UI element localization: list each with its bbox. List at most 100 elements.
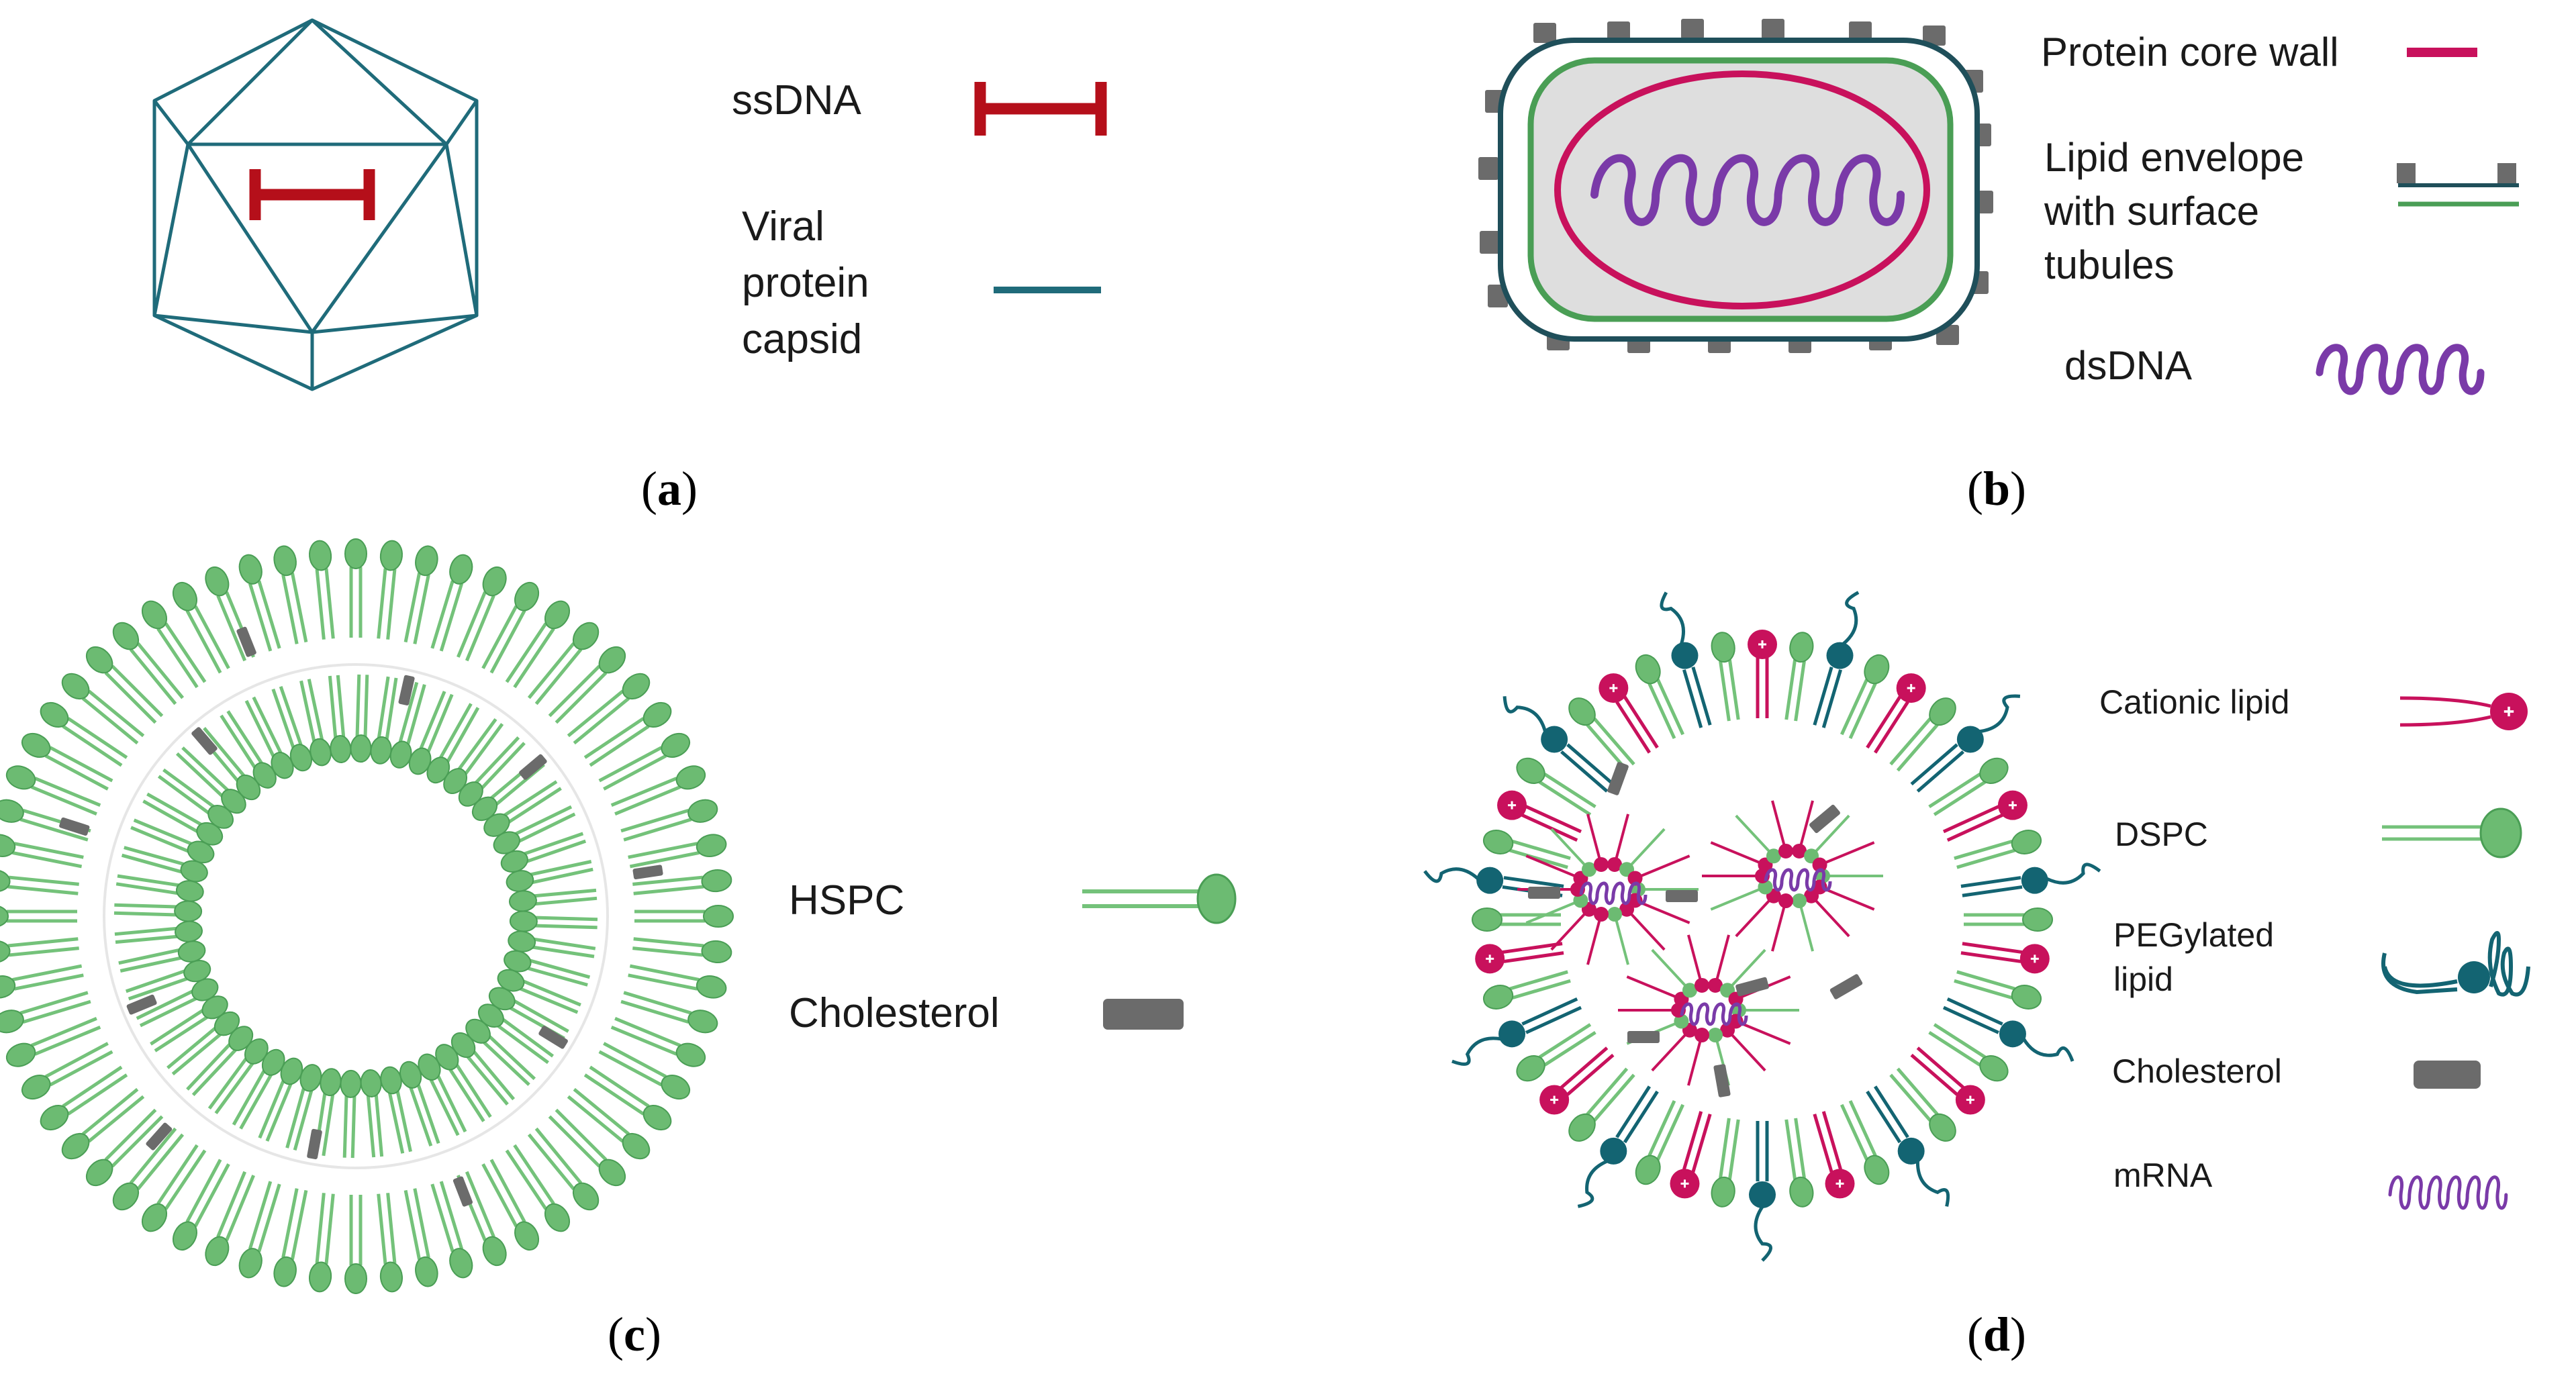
legend-ssdna-label: ssDNA [732, 77, 862, 124]
hspc-outer [430, 1181, 473, 1279]
legend-capsid-label-3: capsid [742, 316, 862, 362]
hspc-outer [238, 554, 281, 652]
hspc-outer [527, 1127, 600, 1211]
legend-dsdna-symbol [2316, 344, 2485, 395]
hspc-inner [244, 696, 294, 779]
hspc-outer [205, 1171, 255, 1267]
hspc-inner [136, 978, 219, 1028]
hspc-outer [0, 905, 77, 927]
hspc-outer [40, 1065, 128, 1131]
hspc-inner [340, 1069, 362, 1159]
surface-tubule [1533, 23, 1556, 43]
hspc-inner [350, 674, 372, 763]
cholesterol-molecule [59, 817, 90, 836]
dspc-lipid [1954, 970, 2042, 1010]
legend-cationic-label: Cationic lipid [2099, 683, 2289, 721]
hspc-inner [285, 1064, 322, 1151]
viral-capsid-icosahedron [152, 18, 479, 391]
legend-mrna-symbol [2388, 1175, 2508, 1210]
cationic-lipid [1670, 1111, 1712, 1199]
pegylated-lipid [1502, 696, 1615, 793]
surface-tubule [1607, 21, 1630, 42]
hspc-outer [598, 1042, 691, 1100]
legend-mrna-label: mRNA [2113, 1157, 2213, 1194]
cholesterol-molecule [398, 675, 415, 706]
hspc-inner [506, 860, 593, 892]
cationic-lipid [1497, 790, 1582, 842]
cholesterol-molecule [519, 754, 547, 780]
hspc-inner [509, 910, 598, 932]
cholesterol-molecule [307, 1128, 322, 1160]
cholesterol-molecule [1627, 1031, 1660, 1043]
hspc-outer [141, 1144, 207, 1232]
cationic-lipid [1910, 1046, 1985, 1115]
cholesterol-molecule [1809, 804, 1840, 834]
hspc-inner [443, 718, 504, 795]
hspc-outer [61, 1087, 145, 1160]
cholesterol-molecule [1607, 762, 1629, 795]
hspc-outer [628, 834, 727, 869]
cholesterol-molecule [1713, 1064, 1731, 1097]
cationic-lipid [1475, 942, 1564, 974]
cationic-lipid [1960, 942, 2050, 974]
hspc-outer [620, 799, 718, 842]
cationic-lipid [1866, 673, 1926, 754]
hspc-outer [548, 1108, 626, 1187]
dspc-lipid [1482, 830, 1571, 869]
hspc-outer [377, 540, 403, 640]
hspc-outer [610, 765, 706, 816]
hspc-inner [232, 1048, 285, 1130]
panel-b: Protein core wall Lipid envelope with su… [1478, 19, 2519, 516]
hspc-outer [85, 1108, 164, 1187]
dspc-lipid [1472, 907, 1561, 932]
hspc-outer [61, 673, 145, 745]
panel-a-letter: a [657, 462, 681, 516]
hspc-inner [360, 1069, 384, 1158]
surface-tubule [1923, 26, 1946, 46]
mrna-strand [1579, 881, 1648, 905]
legend-dspc-label: DSPC [2115, 816, 2208, 853]
cholesterol-molecule [1528, 887, 1560, 899]
hspc-outer [457, 566, 507, 662]
legend-envelope-label-2: with surface [2044, 189, 2259, 234]
legend-peg-label-1: PEGylated [2113, 916, 2274, 954]
cholesterol-molecule [191, 727, 218, 755]
hspc-inner [509, 888, 598, 912]
hspc-outer [273, 545, 308, 644]
legend-hspc-symbol [1082, 873, 1237, 924]
cholesterol-molecule [538, 1026, 568, 1049]
hspc-outer [505, 1144, 571, 1232]
hspc-outer [620, 991, 718, 1034]
panel-a: ssDNA Viral protein capsid (a) [152, 18, 1107, 516]
hspc-inner [493, 805, 576, 854]
hspc-outer [610, 1017, 706, 1067]
dspc-lipid [1711, 1118, 1740, 1208]
legend-cholesterol-c-label: Cholesterol [789, 990, 1000, 1036]
dspc-lipid [1482, 970, 1571, 1010]
legend-dspc-symbol [2382, 807, 2522, 858]
hspc-outer [0, 964, 84, 999]
hspc-outer [309, 1193, 335, 1293]
panel-d-letter: d [1983, 1308, 2010, 1361]
dspc-lipid [1568, 1067, 1635, 1142]
hspc-outer [527, 622, 600, 705]
dspc-lipid [1711, 632, 1740, 722]
surface-tubule [1480, 231, 1500, 254]
dspc-lipid [1635, 654, 1685, 740]
pegylated-lipid [1813, 591, 1860, 728]
hspc-inner [166, 1011, 240, 1076]
surface-tubule [1478, 157, 1498, 180]
mrna-strand [1764, 868, 1832, 892]
cholesterol-molecule [1735, 977, 1769, 997]
hspc-outer [548, 646, 626, 724]
legend-cationic-symbol [2399, 693, 2528, 730]
hspc-inner [504, 950, 591, 987]
hspc-outer [5, 1017, 101, 1067]
hspc-outer [5, 765, 101, 816]
panel-d: Cationic lipid DSPC PEGylated lipid Chol… [1423, 591, 2530, 1361]
inner-micelle [1517, 814, 1699, 965]
cholesterol-molecule [146, 1122, 173, 1150]
dspc-lipid [1635, 1099, 1685, 1185]
legend-cholesterol-d-symbol [2414, 1061, 2481, 1089]
hspc-inner [186, 1026, 254, 1097]
